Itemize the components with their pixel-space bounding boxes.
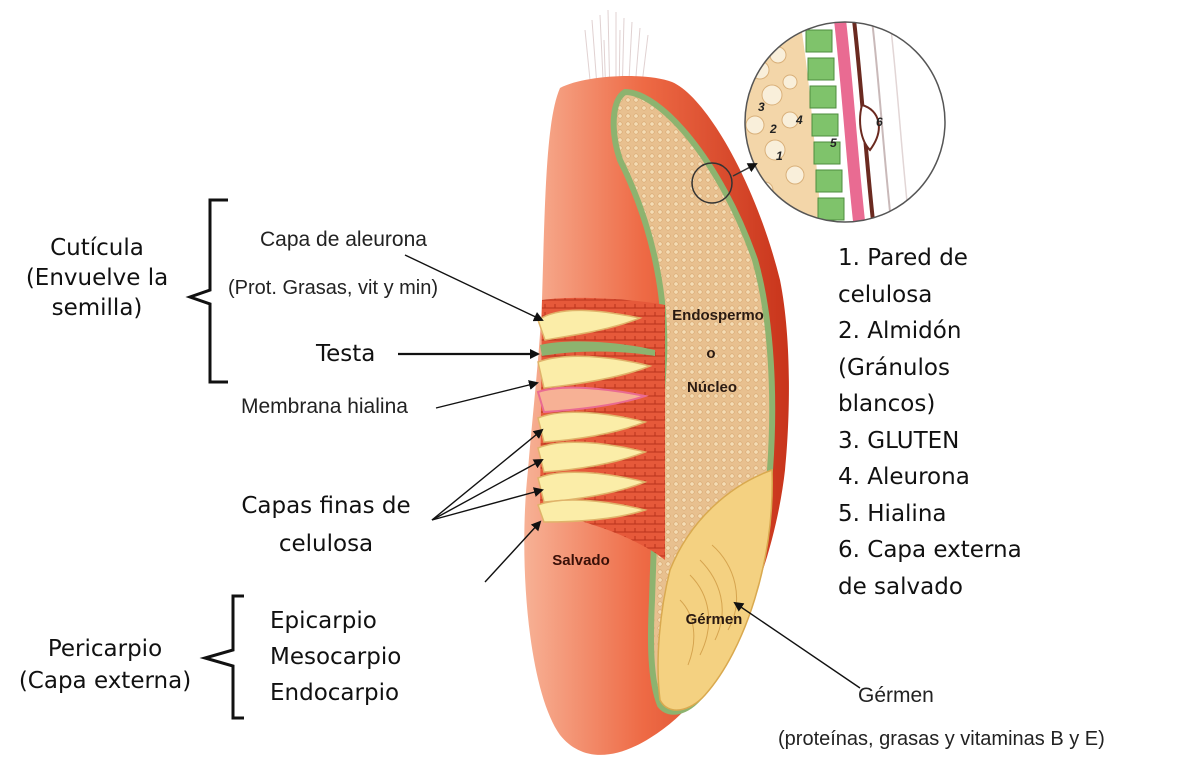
zoom-num-4: 4 — [795, 113, 803, 127]
zoom-num-6: 6 — [876, 115, 883, 129]
aleurona-detail: (Prot. Grasas, vit y min) — [228, 277, 438, 300]
legend-line-7: 4. Aleurona — [838, 459, 1022, 496]
hialina-label: Membrana hialina — [241, 395, 408, 419]
pericarp-parts: Epicarpio Mesocarpio Endocarpio — [270, 603, 401, 711]
cuticula-line-3: semilla) — [2, 293, 192, 323]
germen-callout-detail: (proteínas, grasas y vitaminas B y E) — [778, 728, 1105, 751]
peeled-layers — [538, 298, 665, 560]
celulosa-line-1: Capas finas de — [228, 487, 424, 525]
germen-callout-title: Gérmen — [858, 684, 934, 708]
zoom-num-5: 5 — [830, 136, 837, 150]
endosperm-label-3: Núcleo — [687, 379, 737, 396]
legend-line-1: 1. Pared de — [838, 240, 1022, 277]
zoom-num-2: 2 — [769, 122, 777, 136]
legend-line-8: 5. Hialina — [838, 496, 1022, 533]
mesocarpio-label: Mesocarpio — [270, 639, 401, 675]
legend-line-3: 2. Almidón — [838, 313, 1022, 350]
legend-line-4: (Gránulos — [838, 350, 1022, 387]
aleurona-title: Capa de aleurona — [260, 228, 427, 252]
legend-line-5: blancos) — [838, 386, 1022, 423]
pericarpio-bracket — [205, 596, 244, 718]
legend-line-2: celulosa — [838, 277, 1022, 314]
legend-line-9: 6. Capa externa — [838, 532, 1022, 569]
endocarpio-label: Endocarpio — [270, 675, 401, 711]
celulosa-line-2: celulosa — [228, 525, 424, 563]
pericarpio-line-2: (Capa externa) — [0, 665, 210, 697]
zoom-num-1: 1 — [776, 149, 783, 163]
legend-line-6: 3. GLUTEN — [838, 423, 1022, 460]
epicarpio-label: Epicarpio — [270, 603, 401, 639]
cuticula-line-2: (Envuelve la — [2, 263, 192, 293]
pericarpio-label: Pericarpio (Capa externa) — [0, 633, 210, 697]
cuticula-line-1: Cutícula — [2, 233, 192, 263]
endosperm-label-1: Endospermo — [672, 307, 764, 324]
celulosa-label: Capas finas de celulosa — [228, 487, 424, 563]
endosperm-label-2: o — [706, 345, 715, 362]
pericarpio-line-1: Pericarpio — [0, 633, 210, 665]
salvado-label: Salvado — [552, 552, 610, 569]
cuticula-bracket — [190, 200, 228, 382]
testa-label: Testa — [316, 341, 375, 367]
zoom-num-3: 3 — [758, 100, 765, 114]
cuticula-label: Cutícula (Envuelve la semilla) — [2, 233, 192, 323]
legend-line-10: de salvado — [838, 569, 1022, 606]
germen-inner-label: Gérmen — [686, 611, 743, 628]
legend-list: 1. Pared de celulosa 2. Almidón (Gránulo… — [838, 240, 1022, 605]
